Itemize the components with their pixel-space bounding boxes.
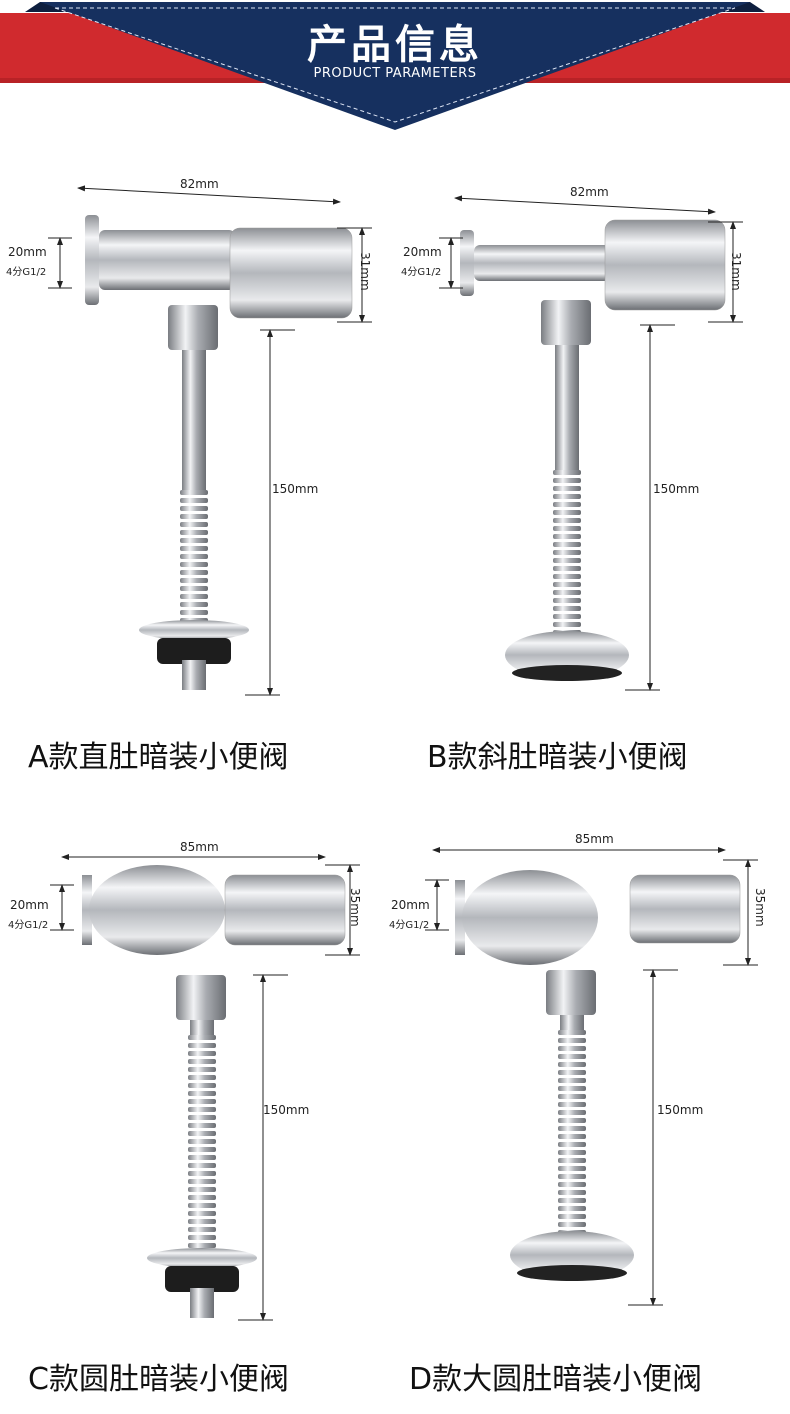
product-caption: B款斜肚暗装小便阀 — [427, 740, 688, 775]
valve-illustration — [50, 854, 360, 1321]
length-dimension: 150mm — [657, 1103, 704, 1117]
product-caption: C款圆肚暗装小便阀 — [28, 1362, 289, 1397]
inlet-dimension: 20mm — [8, 245, 47, 259]
height-dimension: 31mm — [358, 252, 372, 291]
product-a: 82mm 20mm 4分G1/2 31mm 150mm A款直肚暗装小便阀 — [0, 150, 395, 790]
product-caption: D款大圆肚暗装小便阀 — [409, 1362, 703, 1397]
width-dimension: 85mm — [180, 840, 219, 854]
product-caption: A款直肚暗装小便阀 — [28, 740, 289, 775]
valve-illustration — [439, 195, 743, 691]
height-dimension: 35mm — [348, 888, 362, 927]
length-dimension: 150mm — [653, 482, 700, 496]
valve-illustration — [425, 847, 758, 1306]
length-dimension: 150mm — [272, 482, 319, 496]
thread-spec: 4分G1/2 — [389, 920, 430, 931]
page-subtitle: PRODUCT PARAMETERS — [313, 66, 477, 81]
product-d: 85mm 20mm 4分G1/2 35mm 150mm D款大圆肚暗装小便阀 — [389, 830, 790, 1414]
length-dimension: 150mm — [263, 1103, 310, 1117]
height-dimension: 31mm — [729, 252, 743, 291]
product-c: 85mm 20mm 4分G1/2 35mm 150mm C款圆肚暗装小便阀 — [0, 830, 395, 1414]
width-dimension: 82mm — [180, 177, 219, 191]
height-dimension: 35mm — [753, 888, 767, 927]
thread-spec: 4分G1/2 — [8, 920, 49, 931]
inlet-dimension: 20mm — [403, 245, 442, 259]
banner-graphic — [0, 2, 790, 130]
thread-spec: 4分G1/2 — [6, 267, 47, 278]
product-b: 82mm 20mm 4分G1/2 31mm 150mm B款斜肚暗装小便阀 — [395, 150, 790, 790]
width-dimension: 82mm — [570, 185, 609, 199]
width-dimension: 85mm — [575, 832, 614, 846]
thread-spec: 4分G1/2 — [401, 267, 442, 278]
valve-illustration — [48, 185, 372, 696]
page-title: 产品信息 — [307, 22, 483, 68]
inlet-dimension: 20mm — [10, 898, 49, 912]
inlet-dimension: 20mm — [391, 898, 430, 912]
header-banner: 产品信息 PRODUCT PARAMETERS — [0, 0, 790, 135]
